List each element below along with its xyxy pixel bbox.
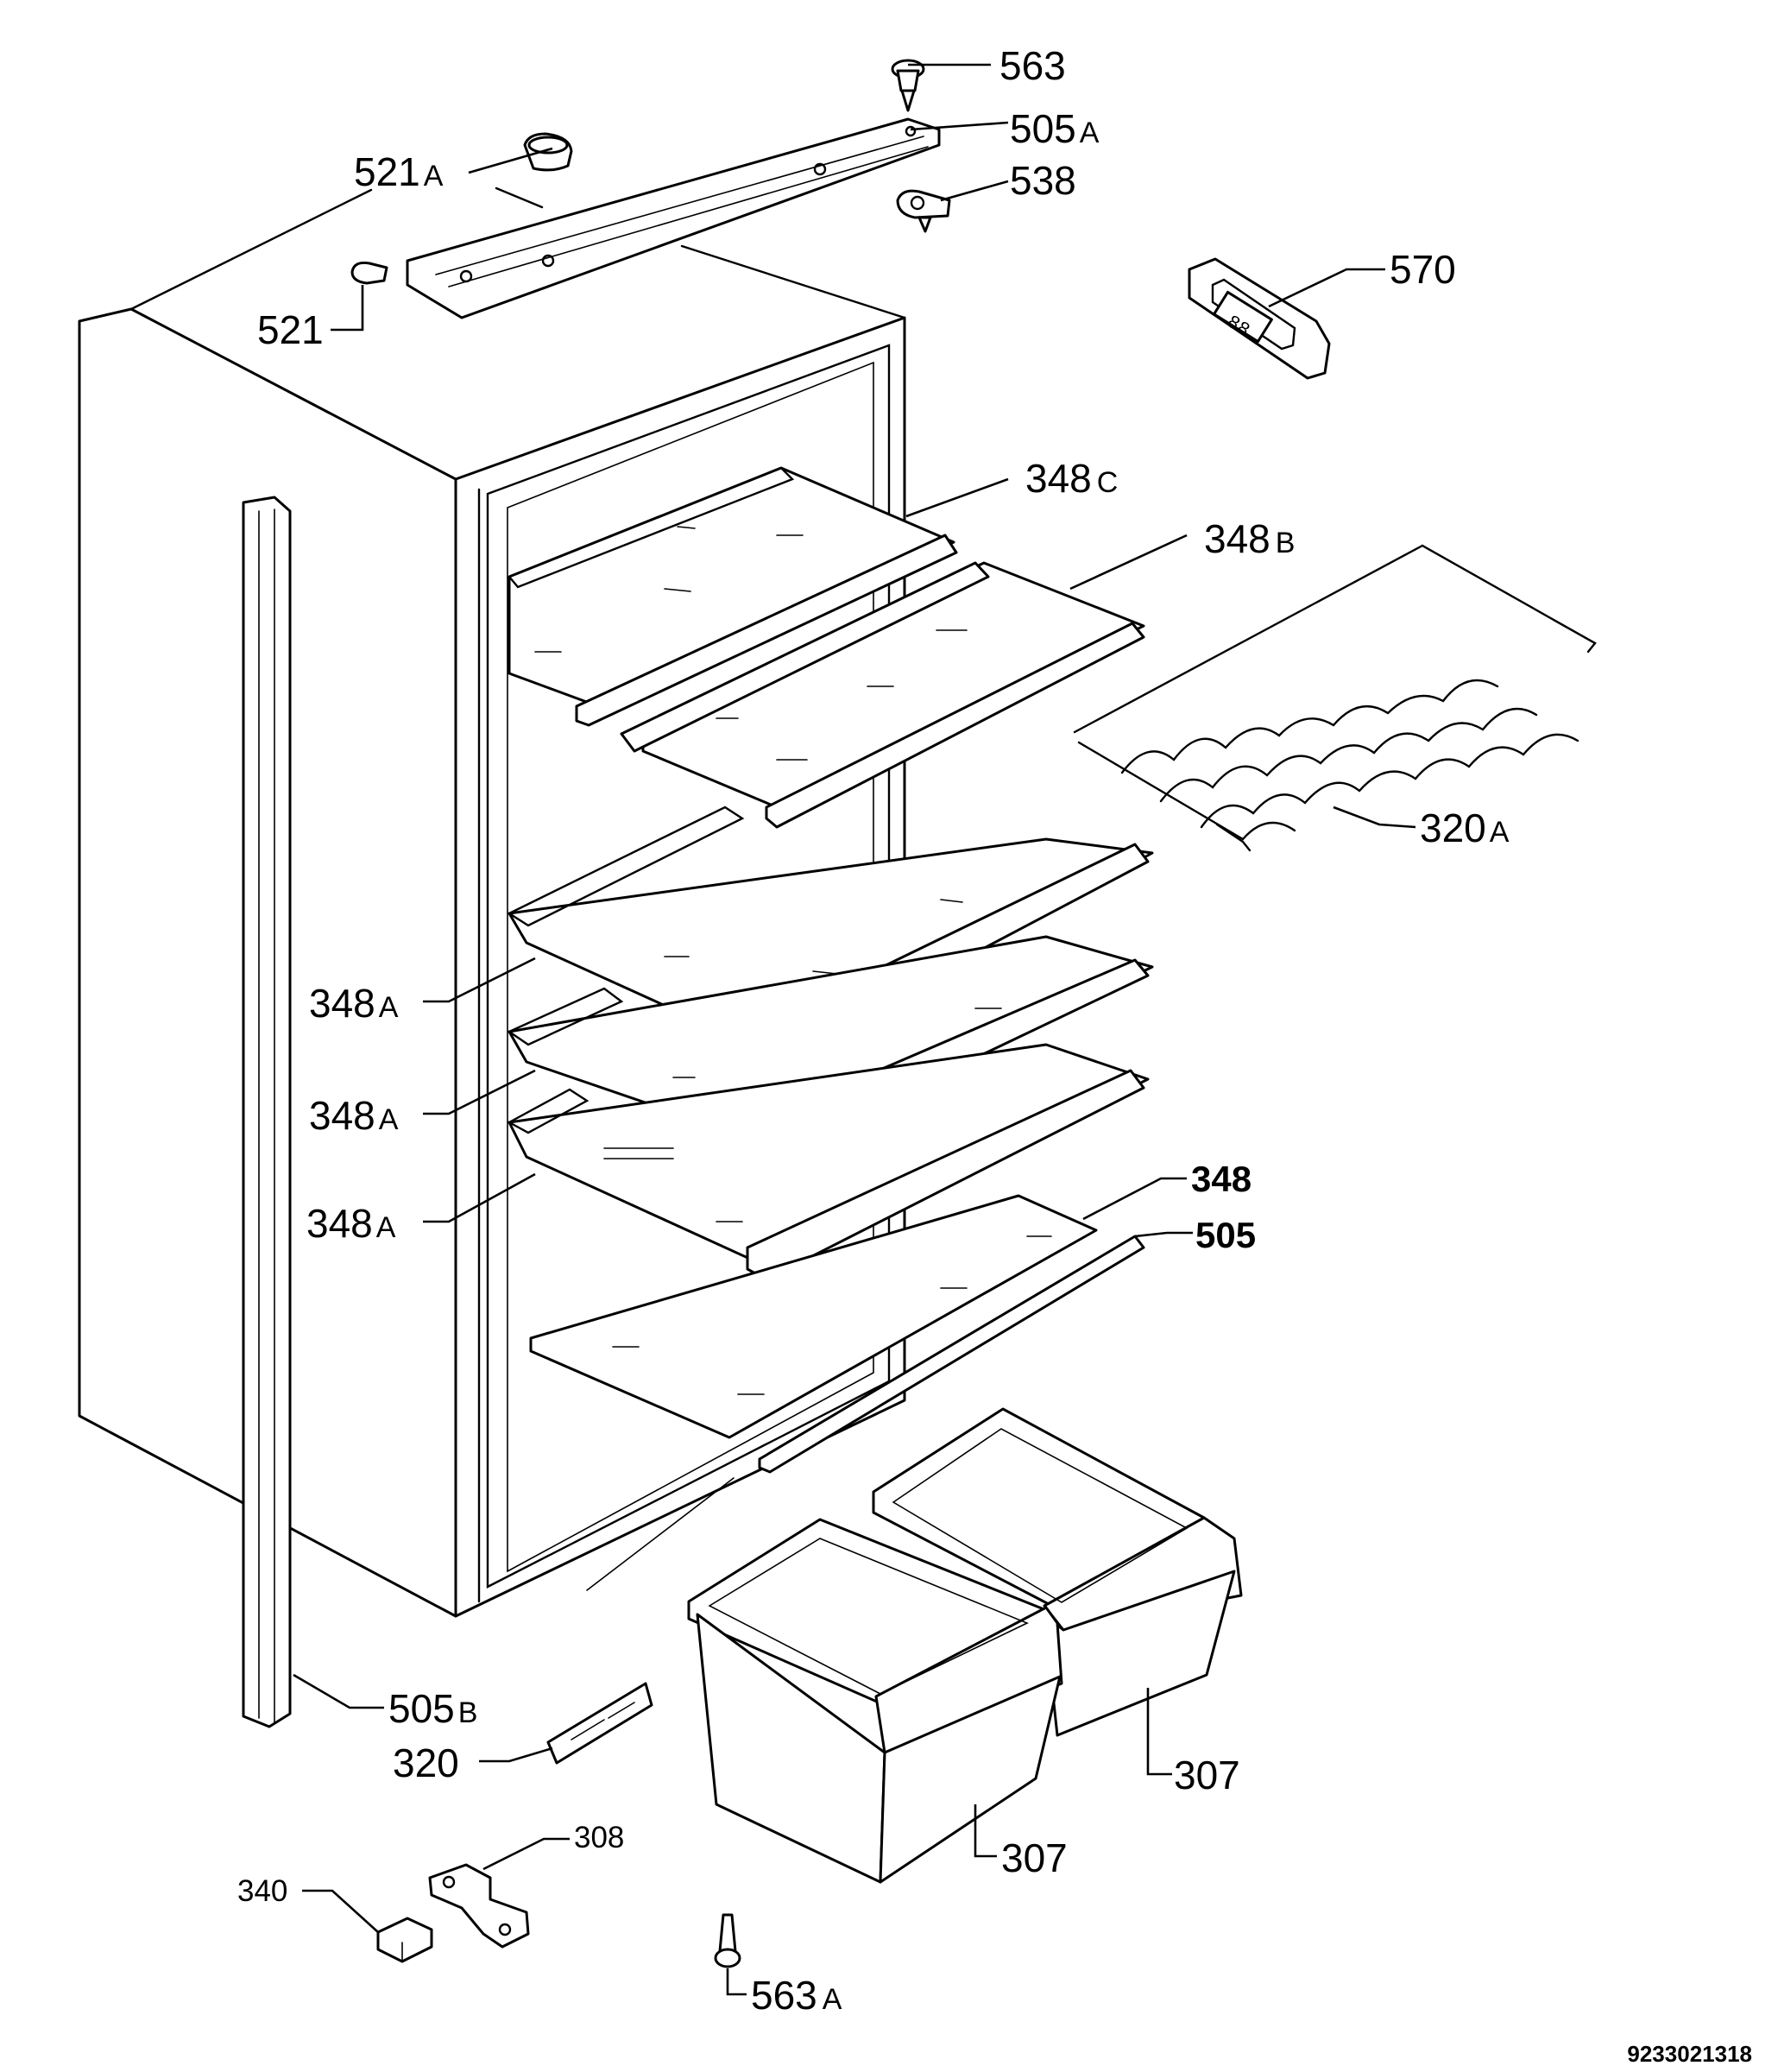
edge-mark: [495, 186, 544, 209]
cap-521a: [523, 132, 573, 172]
drawing-number: 9233021318: [1627, 2041, 1752, 2067]
label-538: 538: [1010, 158, 1076, 203]
cap-521: [350, 262, 388, 285]
hinge-pin-538: [896, 189, 951, 233]
display-570: 88: [1188, 257, 1331, 380]
label-348: 348: [1191, 1159, 1252, 1199]
label-570: 570: [1390, 247, 1456, 292]
label-320: 320: [393, 1740, 459, 1785]
label-521: 521: [257, 307, 324, 352]
glass-strip-505: [758, 1235, 1145, 1474]
label-307-right: 307: [1174, 1753, 1240, 1797]
label-505: 505: [1195, 1215, 1256, 1255]
label-308: 308: [574, 1821, 624, 1854]
hinge-308: [428, 1863, 530, 1949]
drawer-307-left: [687, 1518, 1063, 1884]
shelf-348a-low: [507, 1043, 1150, 1281]
glass-shelf-348: [529, 1194, 1098, 1439]
top-bar-505a: [406, 117, 941, 319]
drawer-307-right: [872, 1407, 1243, 1737]
label-563: 563: [999, 43, 1066, 88]
door-seal-505b: [242, 496, 292, 1728]
shelf-348b: [620, 561, 1145, 829]
block-340: [376, 1917, 433, 1963]
vent-grille-320: [546, 1682, 653, 1765]
label-340: 340: [237, 1874, 287, 1908]
leader-lines: [293, 63, 1416, 1996]
shelf-348c: [508, 466, 958, 727]
label-307-left: 307: [1001, 1835, 1068, 1880]
screw-563: [891, 59, 925, 112]
screw-563a: [714, 1913, 741, 1968]
wine-rack-320a: [1073, 544, 1597, 852]
